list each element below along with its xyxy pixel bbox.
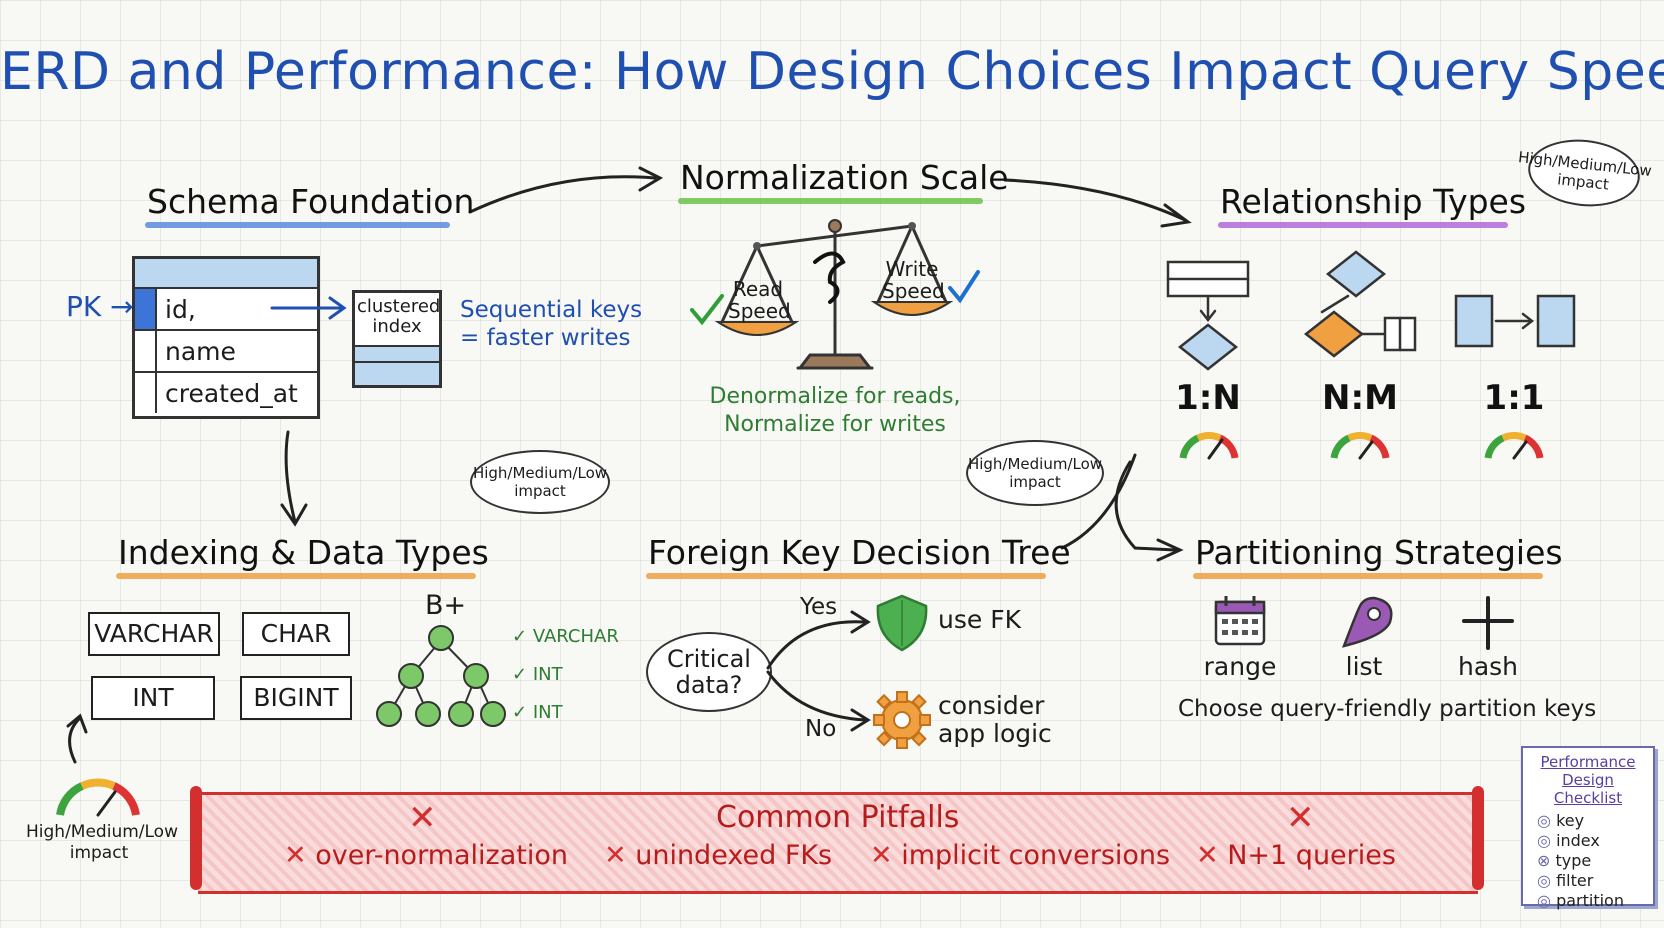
clustered-index-box: clustered index [352,290,442,388]
sequential-keys-note: Sequential keys = faster writes [460,297,643,351]
schema-table: id, name created_at [132,256,320,419]
bullet-icon: ◎ [1537,871,1551,890]
check-icon: ✓ [512,702,528,723]
pitfall-item: ✕ unindexed FKs [604,840,833,871]
table-row: created_at [135,373,317,413]
x-icon: ✕ [870,840,893,871]
pk-label: PK → [66,290,134,323]
use-fk-label: use FK [938,605,1021,634]
relationship-1-1: 1:1 [1483,378,1545,418]
normalization-note: Denormalize for reads, Normalize for wri… [709,384,961,437]
checklist-title: Performance Design Checklist [1540,753,1636,807]
performance-checklist: Performance Design Checklist ◎ key ◎ ind… [1521,746,1655,910]
check-item: ✓ INT [512,664,563,685]
table-row: id, [135,289,317,331]
partition-hash: hash [1457,652,1519,681]
schema-foundation-underline [145,222,450,228]
pitfall-item: ✕ over-normalization [284,840,568,871]
banner-left-rod [190,786,202,890]
yes-label: Yes [800,594,838,620]
critical-data-node: Critical data? [646,632,772,712]
fk-tree-heading: Foreign Key Decision Tree [648,533,1071,572]
bullet-icon: ⊗ [1537,851,1551,870]
checklist-item: ◎ filter [1537,871,1594,890]
pitfalls-heading: Common Pitfalls [716,800,960,835]
check-item: ✓ VARCHAR [512,626,619,647]
partitioning-heading: Partitioning Strategies [1195,533,1563,572]
no-label: No [805,716,837,742]
checklist-item: ◎ index [1537,831,1600,850]
relationship-types-underline [1218,222,1508,228]
relationship-1-n: 1:N [1175,378,1241,418]
datatype-char: CHAR [242,612,350,656]
relationship-types-heading: Relationship Types [1220,182,1527,221]
x-icon: ✕ [408,798,437,838]
datatype-int: INT [91,676,215,720]
checklist-item: ◎ partition [1537,891,1624,910]
bullet-icon: ◎ [1537,831,1551,850]
bullet-icon: ◎ [1537,811,1551,830]
impact-bubble-fk: High/Medium/Low impact [966,440,1104,506]
field-name: name [165,337,236,366]
partitioning-underline [1193,573,1543,579]
indexing-underline [116,573,476,579]
checklist-item: ◎ key [1537,811,1585,830]
relationship-n-m: N:M [1322,378,1398,418]
x-icon: ✕ [1286,798,1315,838]
read-speed-label: Read Speed [728,277,791,323]
check-icon: ✓ [512,664,528,685]
partition-range: range [1203,652,1277,681]
check-item: ✓ INT [512,702,563,723]
x-icon: ✕ [604,840,627,871]
x-icon: ✕ [1196,840,1219,871]
impact-bubble-indexing: High/Medium/Low impact [470,450,610,514]
x-icon: ✕ [284,840,307,871]
normalization-heading: Normalization Scale [680,158,1009,197]
table-row: name [135,331,317,373]
check-icon: ✓ [512,626,528,647]
write-speed-label: Write Speed [882,257,945,303]
checklist-item: ⊗ type [1537,851,1592,870]
partition-list: list [1345,652,1383,681]
page-title: ERD and Performance: How Design Choices … [0,42,1664,102]
datatype-bigint: BIGINT [240,676,352,720]
table-header [135,259,317,289]
arrow-right-icon: → [101,290,134,323]
bullet-icon: ◎ [1537,891,1551,910]
normalization-underline [678,198,983,204]
partitioning-note: Choose query-friendly partition keys [1178,696,1597,722]
datatype-varchar: VARCHAR [88,612,220,656]
consider-app-logic-label: consider app logic [938,691,1052,748]
fk-tree-underline [646,573,1046,579]
field-id: id, [165,295,196,324]
btree-label: B+ [425,590,467,621]
pitfalls-banner [198,792,1478,894]
indexing-heading: Indexing & Data Types [118,533,489,572]
schema-foundation-heading: Schema Foundation [147,182,475,221]
impact-gauge-label: High/Medium/Low impact [26,822,178,863]
clustered-index-label: clustered index [355,293,440,347]
banner-right-rod [1472,786,1484,890]
pk-marker [135,289,157,329]
pitfall-item: ✕ N+1 queries [1196,840,1396,871]
field-created-at: created_at [165,379,298,408]
pitfall-item: ✕ implicit conversions [870,840,1171,871]
